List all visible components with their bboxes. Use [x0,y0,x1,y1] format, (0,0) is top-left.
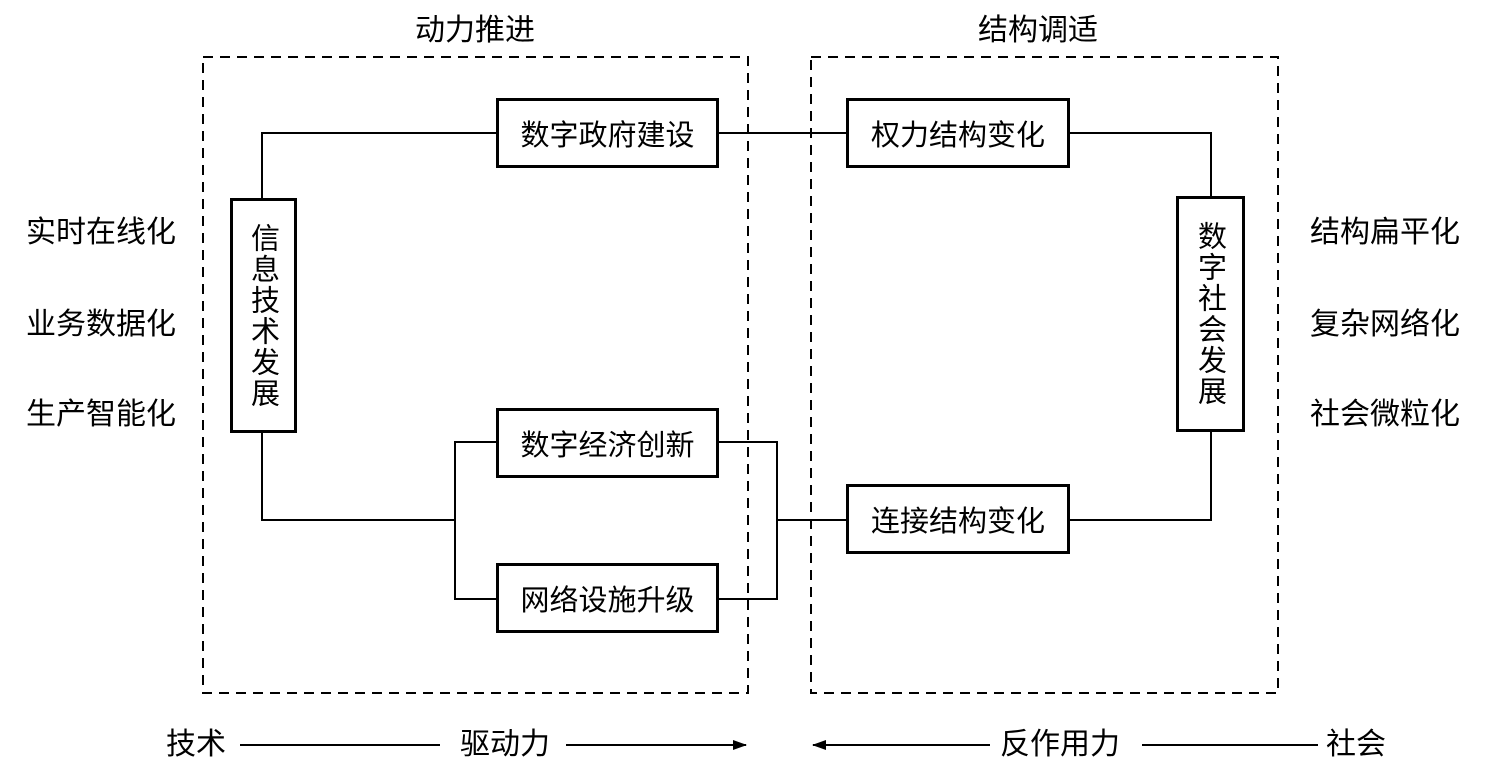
connector-infotech-to-gov [261,132,498,200]
connector-branch-bracket [454,441,498,600]
box-digital-society: 数字社会发展 [1176,196,1245,432]
box-info-tech-label: 信息技术发展 [246,222,281,409]
title-driving-force: 动力推进 [415,13,535,48]
label-complex-network: 复杂网络化 [1310,307,1460,342]
box-digital-gov: 数字政府建设 [496,98,719,168]
driving-force-group [202,56,749,694]
label-realtime-online: 实时在线化 [26,215,176,250]
box-digital-society-label: 数字社会发展 [1193,221,1228,407]
label-society: 社会 [1326,727,1386,762]
connector-infotech-to-branch [261,432,455,521]
box-connect-structure: 连接结构变化 [846,484,1070,554]
box-digital-econ: 数字经济创新 [496,408,719,478]
box-info-tech: 信息技术发展 [230,198,297,433]
label-structure-flat: 结构扁平化 [1310,215,1460,250]
structural-adjustment-group [810,56,1279,694]
label-social-granular: 社会微粒化 [1310,397,1460,432]
box-power-structure: 权力结构变化 [846,98,1070,168]
label-reaction-force: 反作用力 [1000,727,1120,762]
label-business-data: 业务数据化 [26,307,176,342]
label-production-intelligent: 生产智能化 [26,397,176,432]
title-structural-adjustment: 结构调适 [978,13,1098,48]
connector-society-to-connect [1068,430,1212,521]
label-driving-force: 驱动力 [460,727,550,762]
box-network-infra: 网络设施升级 [496,563,719,633]
label-tech: 技术 [166,727,226,762]
connector-power-to-society [1068,132,1212,198]
